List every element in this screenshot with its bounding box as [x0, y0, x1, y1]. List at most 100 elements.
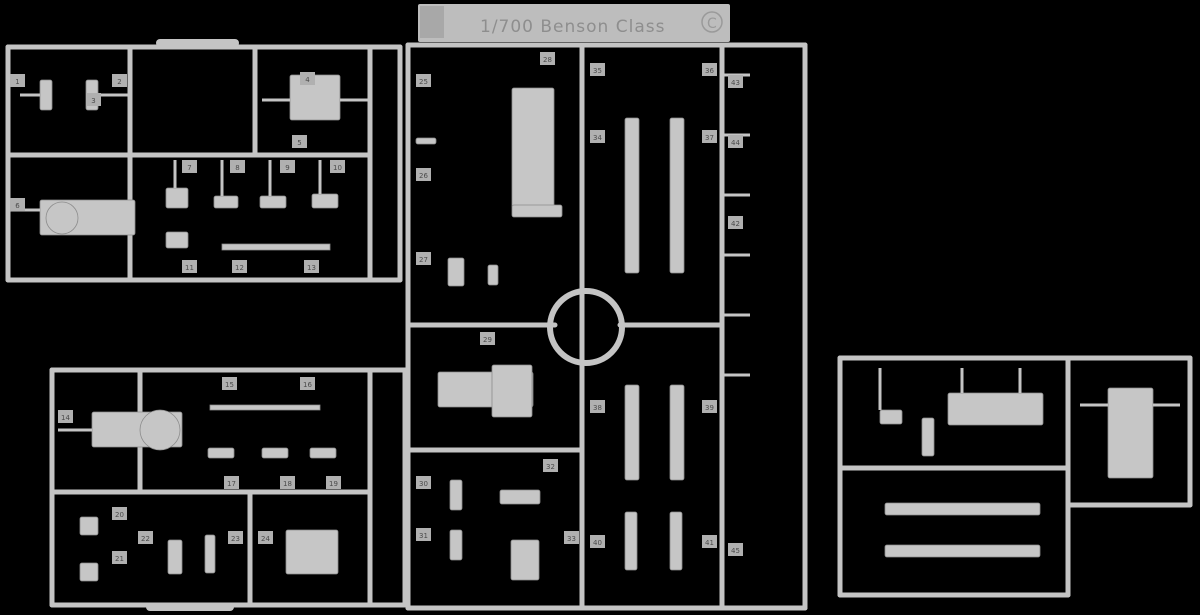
part: [79, 516, 99, 536]
tag-number: 4: [305, 76, 310, 84]
part-number-tag: 8: [230, 160, 245, 173]
tag-plate: [10, 74, 25, 87]
part-number-tag: 23: [228, 531, 243, 544]
tag-plate: [86, 93, 101, 106]
tag-plate: [728, 216, 743, 229]
tag-number: 45: [731, 547, 740, 555]
tag-number: 39: [705, 404, 714, 412]
part-number-tag: 7: [182, 160, 197, 173]
tag-number: 36: [705, 67, 714, 75]
part-number-tag: 30: [416, 476, 431, 489]
part: [879, 409, 903, 425]
part-number-tag: 26: [416, 168, 431, 181]
tag-number: 3: [91, 97, 95, 105]
part-number-tag: 1: [10, 74, 25, 87]
part: [45, 201, 79, 235]
part: [624, 511, 638, 571]
tag-number: 9: [285, 164, 289, 172]
tag-number: 33: [567, 535, 576, 543]
tag-plate: [728, 135, 743, 148]
part-number-tag: 14: [58, 410, 73, 423]
tag-plate: [728, 75, 743, 88]
tag-number: 23: [231, 535, 240, 543]
tag-number: 18: [283, 480, 292, 488]
part-number-tag: 10: [330, 160, 345, 173]
part-number-tag: 5: [292, 135, 307, 148]
part-number-tag: 21: [112, 551, 127, 564]
part-number-tag: 6: [10, 198, 25, 211]
tag-plate: [416, 528, 431, 541]
tag-number: 31: [419, 532, 428, 540]
tag-plate: [590, 63, 605, 76]
tag-number: 13: [307, 264, 316, 272]
tag-plate: [590, 535, 605, 548]
part-number-tag: 31: [416, 528, 431, 541]
tag-plate: [232, 260, 247, 273]
part: [213, 195, 239, 209]
part-number-tag: 19: [326, 476, 341, 489]
part-number-tag: 36: [702, 63, 717, 76]
sprue-title-plate: 1/700 Benson Class C: [418, 4, 730, 42]
tag-plate: [182, 160, 197, 173]
part-number-tag: 13: [304, 260, 319, 273]
part-number-tag: 41: [702, 535, 717, 548]
sprue-parts: [10, 73, 1180, 582]
tag-number: 6: [15, 202, 20, 210]
part-number-tag: 25: [416, 74, 431, 87]
part: [624, 117, 640, 274]
part: [884, 502, 1041, 516]
tag-plate: [228, 531, 243, 544]
part: [510, 539, 540, 581]
part-number-tag: 17: [224, 476, 239, 489]
tag-plate: [182, 260, 197, 273]
part: [624, 384, 640, 481]
part-number-tag: 29: [480, 332, 495, 345]
tag-plate: [258, 531, 273, 544]
part: [511, 204, 563, 218]
part-number-tag: 12: [232, 260, 247, 273]
tag-number: 1: [15, 78, 19, 86]
tag-plate: [224, 476, 239, 489]
tag-plate: [230, 160, 245, 173]
part: [487, 264, 499, 286]
tag-plate: [590, 130, 605, 143]
part-number-tag: 42: [728, 216, 743, 229]
tag-number: 17: [227, 480, 236, 488]
tag-number: 37: [705, 134, 714, 142]
tag-number: 41: [705, 539, 714, 547]
tag-number: 10: [333, 164, 342, 172]
part: [947, 392, 1044, 426]
tag-number: 24: [261, 535, 270, 543]
tag-plate: [564, 531, 579, 544]
tag-plate: [416, 168, 431, 181]
part-number-tag: 16: [300, 377, 315, 390]
tag-number: 8: [235, 164, 239, 172]
part: [1107, 387, 1154, 479]
tag-number: 14: [61, 414, 70, 422]
tag-plate: [702, 535, 717, 548]
tag-plate: [702, 130, 717, 143]
part: [921, 417, 935, 457]
part-number-tag: 4: [300, 72, 315, 85]
part-number-tag: 15: [222, 377, 237, 390]
part: [491, 364, 533, 418]
tag-number: 34: [593, 134, 602, 142]
tag-plate: [58, 410, 73, 423]
part-number-tag: 45: [728, 543, 743, 556]
part: [259, 195, 287, 209]
tag-number: 30: [419, 480, 428, 488]
tag-plate: [728, 543, 743, 556]
tag-plate: [280, 476, 295, 489]
part-number-tag: 11: [182, 260, 197, 273]
tag-plate: [416, 74, 431, 87]
tag-number: 21: [115, 555, 124, 563]
part-number-tag: 27: [416, 252, 431, 265]
part: [449, 529, 463, 561]
part-number-tag: 34: [590, 130, 605, 143]
part: [139, 409, 181, 451]
part-number-tag: 43: [728, 75, 743, 88]
part-number-tag: 22: [138, 531, 153, 544]
tag-plate: [222, 377, 237, 390]
part: [511, 87, 555, 209]
